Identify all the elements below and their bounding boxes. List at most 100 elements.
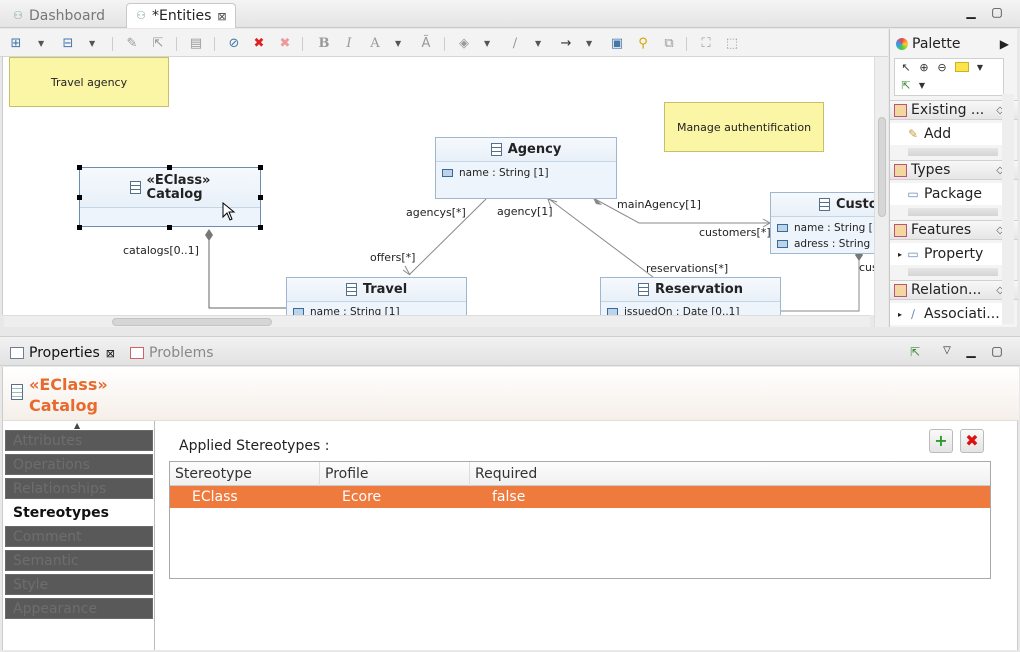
section-stereotypes[interactable]: Stereotypes xyxy=(5,502,153,523)
font-icon[interactable]: Ã xyxy=(421,36,431,51)
edge-label-mainagency[interactable]: mainAgency[1] xyxy=(617,198,701,211)
edge-label-offers[interactable]: offers[*] xyxy=(370,251,416,264)
palette-item-add[interactable]: ✎ Add xyxy=(890,123,1002,145)
view-menu-icon[interactable]: ▽ xyxy=(943,345,951,356)
tab-properties[interactable]: Properties ⊠ xyxy=(4,341,121,365)
section-appearance[interactable]: Appearance xyxy=(5,598,153,619)
edge-label-agency[interactable]: agency[1] xyxy=(497,205,553,218)
palette-drawer-types[interactable]: Types ◇ xyxy=(890,160,1018,180)
class-agency[interactable]: Agency name : String [1] xyxy=(435,137,617,199)
chevron-down-icon[interactable]: ▼ xyxy=(38,39,45,48)
export-icon[interactable]: ⇱ xyxy=(152,36,164,51)
image-icon[interactable]: ▣ xyxy=(610,36,624,51)
horizontal-scrollbar[interactable] xyxy=(4,315,870,327)
palette-scrollbar[interactable] xyxy=(1002,94,1014,324)
edge-label-catalogs[interactable]: catalogs[0..1] xyxy=(123,244,199,257)
chevron-down-icon[interactable]: ▼ xyxy=(976,63,984,72)
expand-icon[interactable]: ▸ xyxy=(898,309,903,319)
chevron-down-icon[interactable]: ▼ xyxy=(918,81,926,90)
column-header-stereotype[interactable]: Stereotype xyxy=(170,462,320,486)
line-style-icon[interactable]: → xyxy=(560,36,572,51)
section-relationships[interactable]: Relationships xyxy=(5,478,153,499)
pin-icon[interactable]: ◇ xyxy=(996,104,1004,116)
delete-from-model-icon[interactable]: ✖ xyxy=(279,36,291,51)
minimize-icon[interactable]: ▁ xyxy=(966,344,976,358)
selection-handle[interactable] xyxy=(258,225,263,230)
minimize-icon[interactable]: ▁ xyxy=(966,5,976,19)
attribute-row[interactable]: name : String [1] xyxy=(436,165,616,181)
palette-drawer-features[interactable]: Features ◇ xyxy=(890,220,1018,240)
chevron-down-icon[interactable]: ▼ xyxy=(484,39,491,48)
expand-icon[interactable]: ▸ xyxy=(898,249,903,259)
maximize-icon[interactable]: ▢ xyxy=(991,5,1003,19)
close-icon[interactable]: ⊠ xyxy=(217,9,227,23)
attribute-row[interactable]: name : String [1] xyxy=(287,304,466,315)
note-manage-authentification[interactable]: Manage authentification xyxy=(664,102,824,152)
chevron-down-icon[interactable]: ▼ xyxy=(89,39,96,48)
hide-icon[interactable]: ⊘ xyxy=(228,36,240,51)
pin-icon[interactable]: ◇ xyxy=(996,164,1004,176)
selection-handle[interactable] xyxy=(77,195,82,200)
scrollbar-thumb[interactable] xyxy=(878,117,886,217)
edge-label-customers[interactable]: customers[*] xyxy=(699,226,771,239)
size-icon[interactable]: ⬚ xyxy=(725,36,739,51)
note-tool-icon[interactable] xyxy=(955,62,969,72)
vertical-scrollbar[interactable] xyxy=(874,57,888,327)
selection-handle[interactable] xyxy=(77,165,82,170)
delete-icon[interactable]: ✖ xyxy=(253,36,265,51)
font-color-icon[interactable]: A xyxy=(370,36,380,51)
class-reservation[interactable]: Reservation issuedOn : Date [0..1] xyxy=(600,277,781,315)
selection-handle[interactable] xyxy=(77,225,82,230)
section-comment[interactable]: Comment xyxy=(5,526,153,547)
pin-icon[interactable]: ◇ xyxy=(996,284,1004,296)
link-tool-icon[interactable]: ⇱ xyxy=(901,79,911,92)
attribute-row[interactable]: issuedOn : Date [0..1] xyxy=(601,304,780,315)
fill-color-icon[interactable]: ◈ xyxy=(459,36,469,51)
palette-item-association[interactable]: ▸ ∕ Associati... xyxy=(890,303,1002,325)
palette-drawer-relations[interactable]: Relation... ◇ xyxy=(890,280,1018,300)
copy-appearance-icon[interactable]: ⧉ xyxy=(664,36,674,51)
palette-item-package[interactable]: ▭ Package xyxy=(890,183,1002,205)
copy-format-icon[interactable]: ▤ xyxy=(189,36,203,51)
class-customer[interactable]: Custo name : String [1] adress : String … xyxy=(770,192,874,254)
edge-label-cus[interactable]: cus xyxy=(859,261,874,274)
new-view-icon[interactable]: ⇱ xyxy=(909,345,921,359)
chevron-down-icon[interactable]: ▼ xyxy=(586,39,593,48)
class-catalog[interactable]: «EClass» Catalog xyxy=(79,167,261,227)
select-tool-icon[interactable]: ↖ xyxy=(901,61,911,74)
tab-problems[interactable]: Problems xyxy=(124,341,220,365)
selection-handle[interactable] xyxy=(167,225,172,230)
tab-entities[interactable]: ⚇ *Entities ⊠ xyxy=(126,3,236,28)
chevron-down-icon[interactable]: ▼ xyxy=(535,39,542,48)
attribute-row[interactable]: adress : String [*] xyxy=(771,236,874,252)
pin-icon[interactable]: ◇ xyxy=(996,224,1004,236)
collapse-palette-icon[interactable]: ▶ xyxy=(999,37,1009,51)
palette-drawer-existing[interactable]: Existing ... ◇ xyxy=(890,100,1018,120)
zoom-in-icon[interactable]: ⊕ xyxy=(919,61,929,74)
column-header-required[interactable]: Required xyxy=(475,466,538,482)
section-semantic[interactable]: Semantic xyxy=(5,550,153,571)
attribute-row[interactable]: name : String [1] xyxy=(771,220,874,236)
class-travel[interactable]: Travel name : String [1] xyxy=(286,277,467,315)
zoom-out-icon[interactable]: ⊖ xyxy=(937,61,947,74)
diagram-canvas[interactable]: Travel agency Manage authentification «E… xyxy=(2,57,874,315)
maximize-icon[interactable]: ▢ xyxy=(991,344,1003,358)
section-attributes[interactable]: Attributes xyxy=(5,430,153,451)
remove-stereotype-button[interactable]: ✖ xyxy=(960,429,984,453)
selection-handle[interactable] xyxy=(258,195,263,200)
note-travel-agency[interactable]: Travel agency xyxy=(9,57,169,107)
add-stereotype-button[interactable]: + xyxy=(929,429,953,453)
scroll-up-icon[interactable]: ▲ xyxy=(74,421,81,430)
edit-icon[interactable]: ✎ xyxy=(126,36,138,51)
edge-label-reservations[interactable]: reservations[*] xyxy=(646,262,729,275)
edge-label-agencys[interactable]: agencys[*] xyxy=(406,206,466,219)
selection-handle[interactable] xyxy=(167,165,172,170)
select-all-icon[interactable]: ⊞ xyxy=(10,36,22,51)
section-style[interactable]: Style xyxy=(5,574,153,595)
pin-icon[interactable]: ⚲ xyxy=(638,36,648,51)
bold-icon[interactable]: B xyxy=(318,36,330,51)
chevron-down-icon[interactable]: ▼ xyxy=(395,39,402,48)
line-color-icon[interactable]: ∕ xyxy=(512,36,518,51)
table-row[interactable]: EClass Ecore false xyxy=(170,486,990,508)
arrange-icon[interactable]: ⊟ xyxy=(62,36,74,51)
